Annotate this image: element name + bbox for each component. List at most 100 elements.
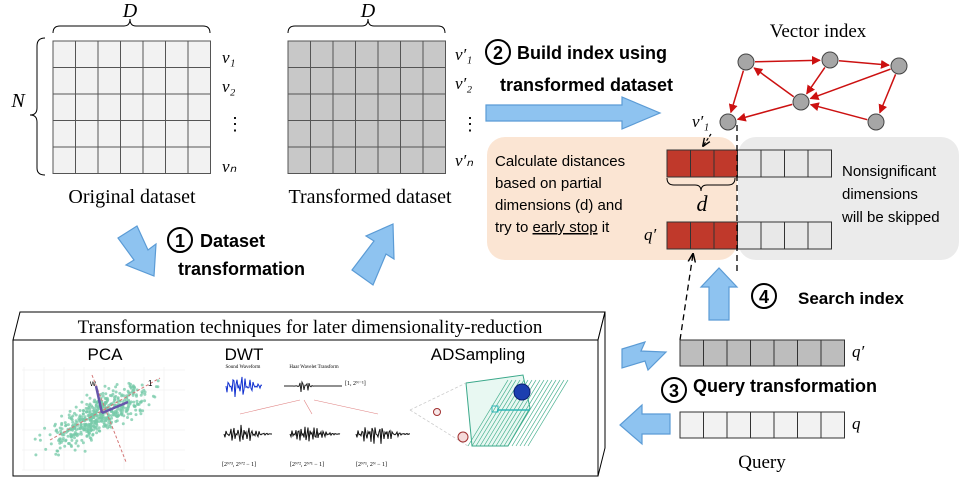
vector-cell	[807, 149, 832, 178]
adsampling-blue-point	[513, 383, 531, 401]
grid-cell	[355, 146, 379, 174]
vector-cell	[797, 339, 822, 367]
pca-point	[58, 437, 62, 441]
grid-cell	[97, 67, 121, 95]
pca-point	[82, 428, 86, 432]
grid-cell	[187, 146, 211, 174]
transformed-grid	[287, 40, 446, 174]
pca-point	[107, 421, 111, 424]
vector-cell	[690, 221, 715, 250]
partial-dim-label: d	[697, 191, 709, 216]
pca-point	[63, 444, 67, 448]
pca-point	[38, 433, 42, 437]
pca-point	[75, 439, 79, 443]
query-caption: Query	[738, 452, 786, 473]
vector-cell	[820, 339, 845, 367]
rows-brace	[29, 37, 46, 176]
dwt-sound-title: Sound Waveform	[226, 365, 261, 370]
transformed-row-label-dots: ⋮	[461, 114, 479, 134]
hatch-line	[499, 379, 541, 447]
adsampling-point-medium	[457, 431, 469, 443]
pca-point	[58, 441, 62, 445]
step4-up-arrow	[699, 267, 739, 321]
grid-cell	[142, 146, 166, 174]
hatch-line	[515, 379, 557, 447]
pca-point	[89, 417, 93, 421]
pca-point	[107, 387, 111, 390]
pca-point	[114, 390, 118, 394]
pca-point	[79, 424, 83, 428]
pca-illustration: w 1	[22, 367, 185, 471]
vector-cell	[750, 339, 775, 367]
pca-point	[102, 421, 106, 425]
pca-point	[112, 413, 116, 416]
grid-cell	[187, 120, 211, 148]
grid-cell	[142, 67, 166, 95]
techniques-box-side	[597, 311, 606, 477]
query-to-distance-dashed-arrow	[679, 254, 693, 341]
pca-point	[53, 424, 57, 428]
step3-number-circle	[661, 377, 687, 403]
pca-point	[68, 409, 72, 413]
dwt-subband-2	[289, 426, 341, 442]
grid-cell	[120, 67, 144, 95]
pca-point	[126, 412, 130, 416]
index-node	[719, 113, 737, 131]
pca-point	[125, 409, 129, 413]
distance-text-line1: Calculate distances	[495, 153, 625, 170]
pca-point	[74, 405, 78, 409]
pca-point	[85, 434, 89, 438]
grid-cell	[52, 67, 76, 95]
step2-label-line1: Build index using	[517, 43, 667, 63]
grid-cell	[422, 146, 446, 174]
pca-point	[73, 431, 77, 434]
step1-down-arrow	[117, 225, 157, 277]
grid-cell	[52, 146, 76, 174]
grid-cell	[142, 40, 166, 68]
vector-cell	[703, 411, 728, 439]
vector-cell	[713, 221, 738, 250]
pca-point	[34, 453, 38, 457]
grid-cell	[332, 120, 356, 148]
grid-cell	[422, 120, 446, 148]
pca-point	[114, 394, 118, 398]
pca-point	[110, 416, 114, 420]
pca-point	[117, 413, 120, 417]
early-stop-text: early stop	[533, 219, 598, 236]
distance-panel: Calculate distances based on partial dim…	[487, 125, 959, 275]
partial-dim-brace	[666, 177, 736, 192]
pca-point	[54, 452, 58, 456]
index-node	[867, 113, 885, 131]
vector-cell	[760, 221, 785, 250]
hatch-line	[507, 379, 549, 447]
distance-text-line2: based on partial	[495, 175, 602, 192]
grid-cell	[120, 146, 144, 174]
pca-point	[81, 412, 85, 416]
index-edges	[728, 55, 897, 122]
vector-cell	[807, 221, 832, 250]
query-row	[679, 411, 845, 439]
grid-cell	[287, 40, 311, 68]
grid-cell	[355, 93, 379, 121]
pca-point	[69, 427, 73, 431]
pca-point	[139, 393, 143, 397]
pca-point	[49, 442, 53, 446]
pca-point	[85, 393, 89, 397]
grid-cell	[377, 120, 401, 148]
pca-point	[58, 446, 62, 450]
pca-point	[122, 414, 126, 418]
pca-point	[78, 427, 82, 431]
grid-cell	[165, 120, 189, 148]
pca-point	[64, 438, 68, 442]
index-node	[737, 53, 755, 71]
pca-point	[133, 405, 136, 409]
pca-point	[119, 409, 123, 413]
pca-point	[104, 392, 108, 396]
pca-point	[94, 418, 98, 422]
adsampling-guide-1	[409, 409, 469, 447]
pca-point	[156, 379, 160, 383]
dwt-range-2: [2ᴺ′³, 2ᴺ′² − 1]	[222, 462, 256, 468]
original-grid	[52, 40, 211, 174]
step3-right-arrow	[621, 341, 668, 372]
grid-cell	[120, 40, 144, 68]
